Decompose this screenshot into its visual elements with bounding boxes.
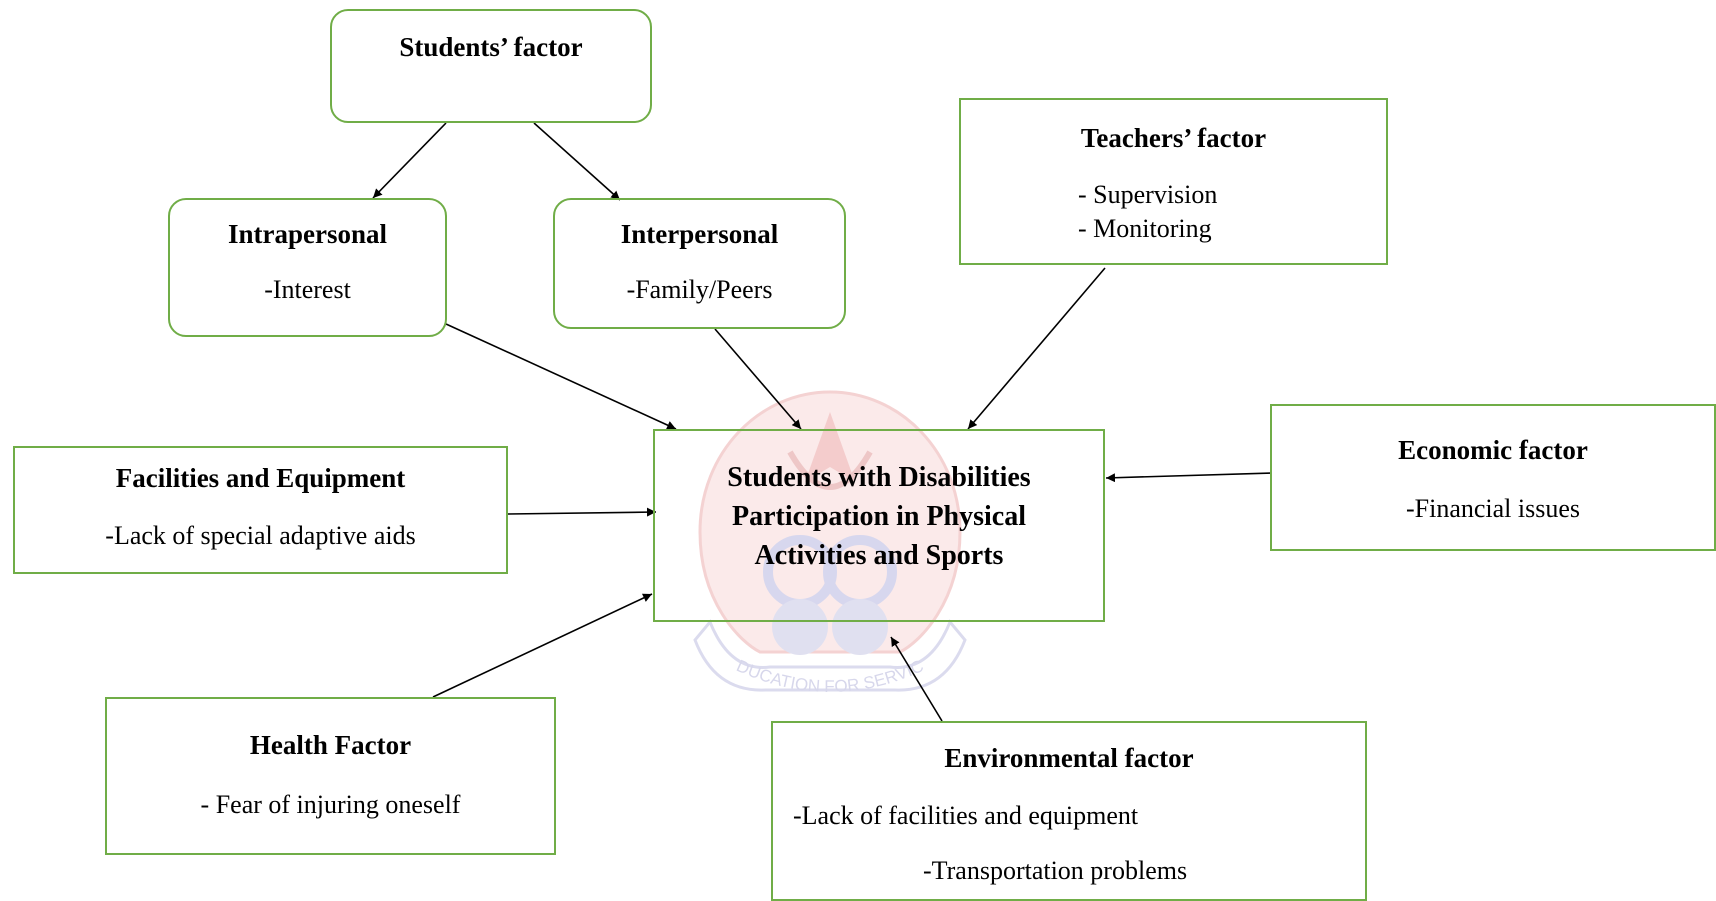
teachers-factor-item-1: - Supervision [1078, 180, 1218, 209]
teachers-factor-item-2: - Monitoring [1078, 214, 1212, 243]
health-factor-title: Health Factor [249, 730, 412, 760]
center-outcome-title: Students with Disabilities Participation… [655, 458, 1103, 575]
health-factor-box: Health Factor - Fear of injuring oneself [105, 697, 556, 855]
environmental-factor-item-1: -Lack of facilities and equipment [793, 801, 1139, 830]
environmental-factor-title: Environmental factor [944, 743, 1194, 773]
interpersonal-item: -Family/Peers [626, 275, 773, 304]
economic-factor-box: Economic factor -Financial issues [1270, 404, 1716, 551]
environmental-factor-item-2: -Transportation problems [923, 856, 1188, 885]
arrow-interpersonal-to-center [714, 328, 802, 430]
students-factor-title: Students’ factor [399, 32, 583, 62]
facilities-item: -Lack of special adaptive aids [105, 521, 416, 550]
teachers-factor-title: Teachers’ factor [1080, 123, 1267, 153]
center-outcome-line-1: Students with Disabilities [727, 462, 1031, 493]
arrow-health-to-center [432, 593, 653, 698]
interpersonal-box: Interpersonal -Family/Peers [553, 198, 846, 329]
arrow-intrapersonal-to-center [445, 323, 677, 430]
economic-factor-title: Economic factor [1398, 435, 1588, 465]
arrow-teachers-to-center [967, 267, 1106, 430]
center-outcome-box: Students with Disabilities Participation… [653, 429, 1105, 622]
facilities-box: Facilities and Equipment -Lack of specia… [13, 446, 508, 574]
arrow-students-to-interpersonal [533, 122, 621, 201]
arrow-economic-to-center [1105, 472, 1273, 483]
arrow-environmental-to-center [890, 636, 943, 722]
arrow-students-to-intrapersonal [372, 122, 447, 199]
arrow-facilities-to-center [507, 507, 657, 517]
center-outcome-line-3: Activities and Sports [754, 540, 1004, 571]
facilities-title: Facilities and Equipment [115, 463, 406, 493]
center-outcome-line-2: Participation in Physical [732, 501, 1026, 532]
students-factor-box: Students’ factor [330, 9, 652, 123]
intrapersonal-item: -Interest [264, 275, 351, 304]
interpersonal-title: Interpersonal [620, 219, 779, 249]
health-factor-item: - Fear of injuring oneself [200, 790, 461, 819]
intrapersonal-title: Intrapersonal [227, 219, 387, 249]
environmental-factor-box: Environmental factor -Lack of facilities… [771, 721, 1367, 901]
teachers-factor-box: Teachers’ factor - Supervision - Monitor… [959, 98, 1388, 265]
economic-factor-item: -Financial issues [1405, 494, 1581, 523]
intrapersonal-box: Intrapersonal -Interest [168, 198, 447, 337]
